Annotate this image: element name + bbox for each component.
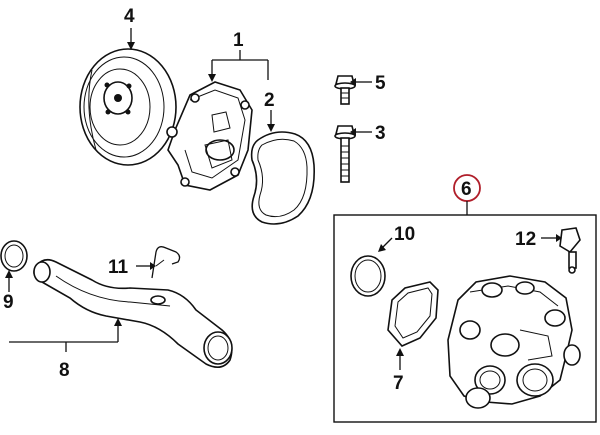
callout-5: 5	[375, 73, 386, 94]
callout-12: 12	[515, 229, 536, 250]
callout-7: 7	[393, 373, 404, 394]
thermostat-housing-part-6	[447, 275, 581, 409]
o-ring-part-10	[350, 255, 386, 297]
housing-gasket-part-7	[387, 281, 439, 347]
pulley-part-4	[79, 48, 177, 166]
coolant-pipe-part-8	[33, 258, 233, 368]
long-bolt-part-3	[334, 125, 356, 183]
retaining-clip-part-11	[151, 246, 181, 279]
temperature-sensor-part-12	[559, 227, 581, 274]
callout-9: 9	[3, 292, 14, 313]
thermostat-assembly-box	[333, 214, 597, 423]
callout-11: 11	[108, 257, 129, 278]
callout-8: 8	[59, 360, 70, 381]
callout-10: 10	[394, 224, 415, 245]
water-pump-housing-part-1	[166, 81, 253, 191]
callout-4: 4	[124, 6, 135, 27]
callout-3: 3	[375, 123, 386, 144]
callout-6: 6	[461, 179, 472, 200]
short-bolt-part-5	[334, 75, 356, 105]
callout-1: 1	[233, 30, 244, 51]
pump-gasket-part-2	[250, 131, 315, 225]
callout-2: 2	[264, 90, 275, 111]
seal-ring-part-9	[0, 240, 28, 272]
